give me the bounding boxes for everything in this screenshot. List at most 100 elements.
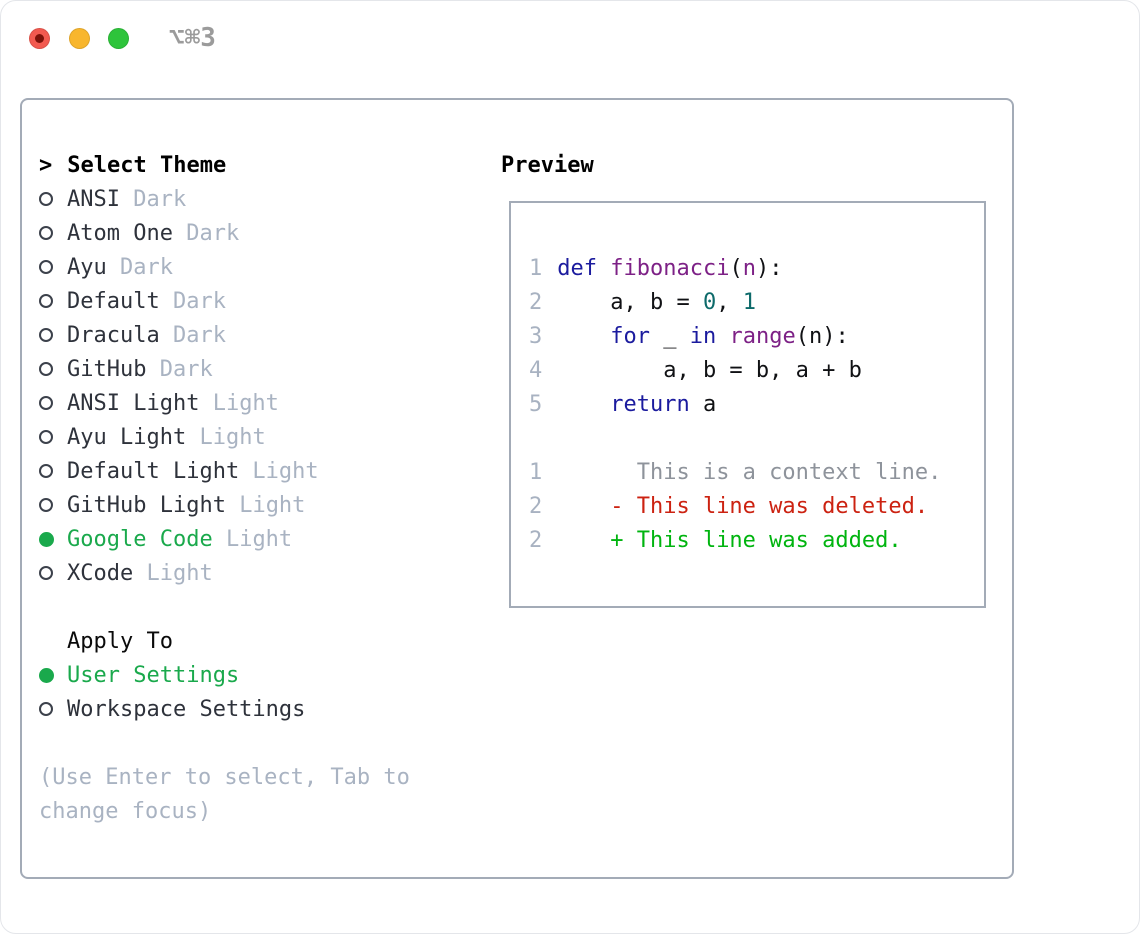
code-line: 4 a, b = b, a + b [529,354,941,388]
theme-variant: Light [212,527,293,552]
apply-option-user-settings[interactable]: User Settings [39,659,410,693]
theme-variant: Dark [106,255,173,280]
line-number: 1 [529,256,543,281]
minimize-button[interactable] [69,28,90,49]
select-theme-header: > Select Theme [39,149,410,183]
theme-option-github-light[interactable]: GitHub Light Light [39,489,410,523]
theme-name: GitHub Light [67,493,226,518]
radio-icon [39,702,53,716]
radio-icon [39,226,53,240]
preview-header: Preview [501,153,594,178]
theme-name: Atom One [67,221,173,246]
theme-option-ayu-light[interactable]: Ayu Light Light [39,421,410,455]
code-line: 3 for _ in range(n): [529,320,941,354]
theme-name: ANSI Light [67,391,200,416]
code-token-plain [597,256,610,281]
apply-option-label: Workspace Settings [67,697,306,722]
apply-to-header: Apply To [67,629,173,654]
focus-caret-icon: > [39,153,53,178]
code-token-plain: (n): [795,324,849,349]
theme-variant: Light [133,561,213,586]
theme-option-xcode[interactable]: XCode Light [39,557,410,591]
select-theme-title: Select Theme [67,153,227,178]
theme-name: Google Code [67,527,213,552]
theme-name: ANSI [67,187,120,212]
theme-option-ayu[interactable]: Ayu Dark [39,251,410,285]
code-line: 2 a, b = 0, 1 [529,286,941,320]
radio-selected-icon [39,532,54,547]
theme-variant: Light [199,391,279,416]
line-number: 5 [529,392,543,417]
theme-name: Ayu Light [67,425,187,450]
code-token-plain: a, b = [557,290,703,315]
theme-option-dracula[interactable]: Dracula Dark [39,319,410,353]
maximize-button[interactable] [108,28,129,49]
radio-icon [39,430,53,444]
theme-option-google-code[interactable]: Google Code Light [39,523,410,557]
line-number: 1 [529,460,543,485]
code-token-function: fibonacci [610,256,730,281]
theme-option-ansi-light[interactable]: ANSI Light Light [39,387,410,421]
code-token-keyword: in [689,324,717,349]
spacer-line [39,591,410,625]
close-button[interactable] [29,28,50,49]
apply-option-label: User Settings [67,663,240,688]
theme-option-default[interactable]: Default Dark [39,285,410,319]
theme-variant: Dark [119,187,187,212]
radio-icon [39,566,53,580]
theme-option-atom-one[interactable]: Atom One Dark [39,217,410,251]
code-token-plain [557,392,610,417]
spacer-line [39,727,410,761]
line-number: 2 [529,528,543,553]
line-number: 2 [529,494,543,519]
code-token-plain: , [716,290,743,315]
line-number: 4 [529,358,543,383]
theme-option-default-light[interactable]: Default Light Light [39,455,410,489]
hint-text-line-2: change focus) [39,799,212,824]
code-line: 2 + This line was added. [529,524,941,558]
theme-variant: Dark [159,323,226,348]
code-token-keyword: for [610,324,650,349]
code-token-plain: ): [755,256,783,281]
code-token-plain: _ [649,324,690,349]
code-token-keyword: def [557,256,597,281]
line-number: 3 [529,324,543,349]
theme-option-ansi[interactable]: ANSI Dark [39,183,410,217]
code-token-plain [716,324,729,349]
theme-name: XCode [67,561,134,586]
radio-icon [39,192,53,206]
theme-variant: Dark [172,221,240,246]
code-line: 5 return a [529,388,941,422]
radio-icon [39,396,53,410]
code-token-added: + This line was added. [557,528,902,553]
radio-icon [39,260,53,274]
close-button-dot-icon [35,34,44,43]
code-token-plain: a, b = b, a + b [557,358,862,383]
titlebar: ⌥⌘3 [1,1,1139,73]
apply-option-workspace-settings[interactable]: Workspace Settings [39,693,410,727]
theme-variant: Dark [159,289,226,314]
code-token-context: This is a context line. [557,460,942,485]
radio-icon [39,328,53,342]
theme-option-github[interactable]: GitHub Dark [39,353,410,387]
code-token-keyword: return [610,392,690,417]
theme-name: Dracula [67,323,160,348]
radio-icon [39,362,53,376]
code-token-function: range [729,324,796,349]
radio-icon [39,498,53,512]
theme-name: Ayu [67,255,107,280]
code-token-function: n [742,256,756,281]
code-token-plain [557,324,610,349]
code-line [529,422,941,456]
radio-selected-icon [39,668,54,683]
theme-variant: Light [239,459,319,484]
code-token-deleted: - This line was deleted. [557,494,929,519]
code-token-literal: 1 [742,290,756,315]
radio-icon [39,294,53,308]
code-line: 1 This is a context line. [529,456,941,490]
